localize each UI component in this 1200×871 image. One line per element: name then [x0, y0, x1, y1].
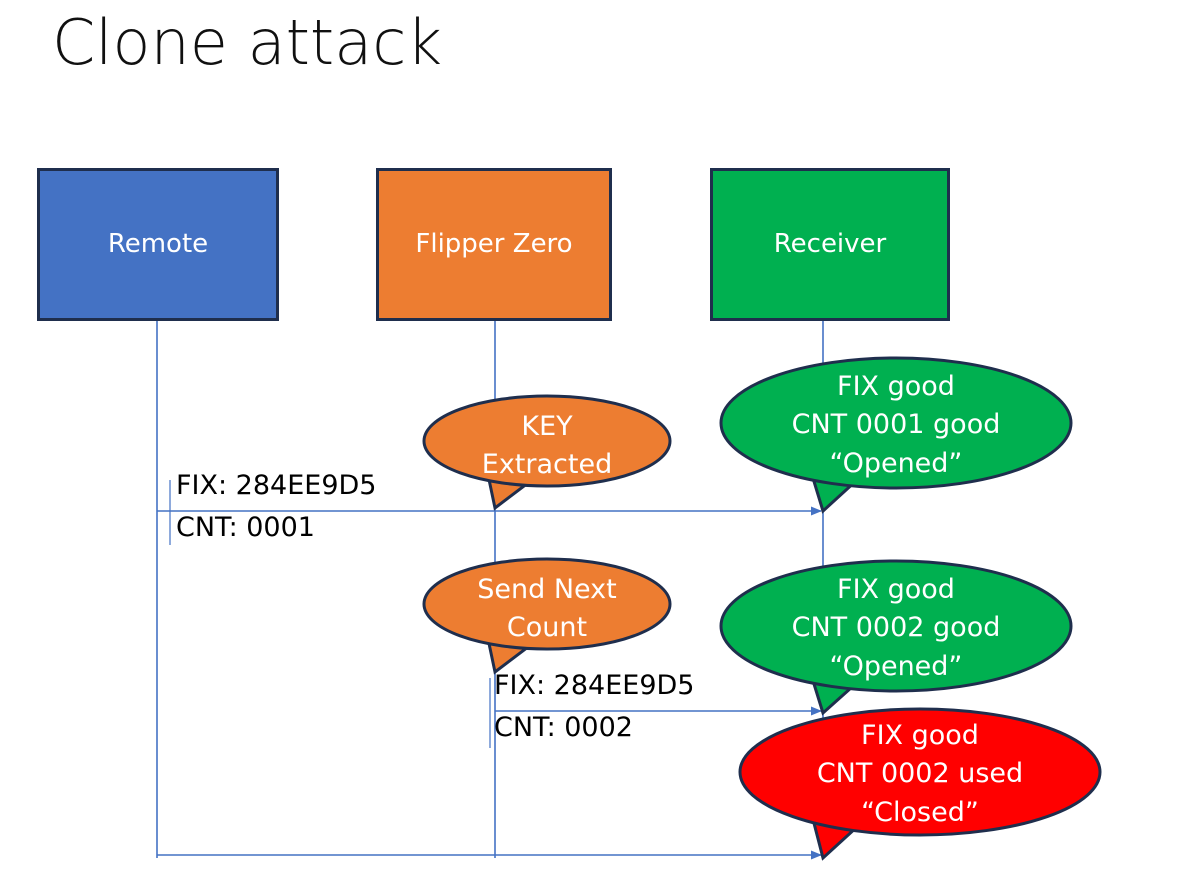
- callout-receiver-3-shape: [738, 707, 1102, 861]
- lane-box-receiver[interactable]: Receiver: [710, 168, 950, 321]
- callout-send-next-count-shape: [422, 557, 672, 675]
- message-2-line1: FIX: 284EE9D5: [494, 670, 695, 701]
- lane-label-remote: Remote: [107, 229, 209, 260]
- message-1-line2: CNT: 0001: [176, 512, 315, 543]
- lane-label-receiver: Receiver: [773, 229, 887, 260]
- lane-label-flipper: Flipper Zero: [415, 229, 573, 260]
- callout-receiver-2-shape: [719, 559, 1073, 716]
- callout-receiver-1-shape: [719, 356, 1073, 514]
- message-2-line2: CNT: 0002: [494, 712, 633, 743]
- lane-box-remote[interactable]: Remote: [37, 168, 279, 321]
- page-title: Clone attack: [52, 6, 443, 79]
- callout-key-extracted-shape: [422, 394, 672, 511]
- message-1-line1: FIX: 284EE9D5: [176, 470, 377, 501]
- lane-box-flipper[interactable]: Flipper Zero: [376, 168, 612, 321]
